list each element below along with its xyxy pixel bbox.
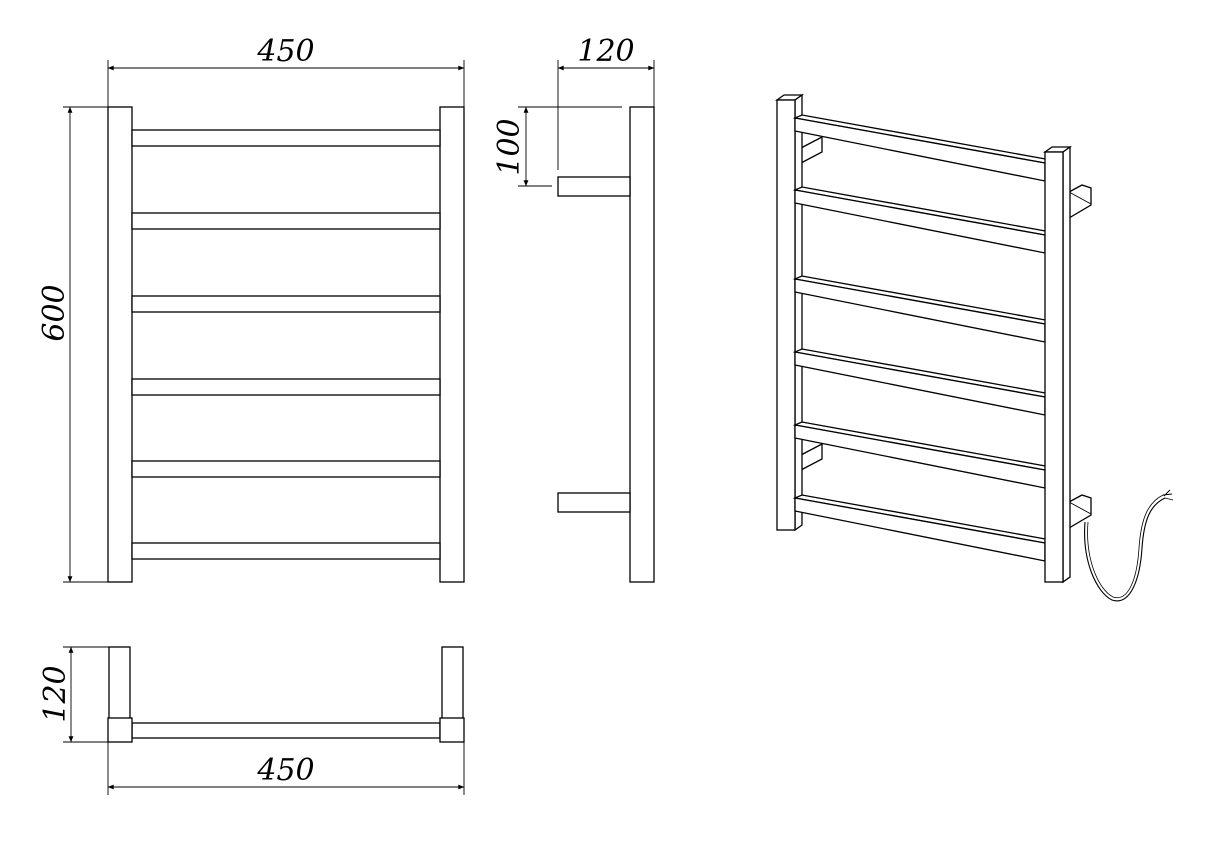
side-offset-label: 100 [492,118,527,175]
iso-bar-3 [792,275,1054,343]
top-left-upright [108,646,131,721]
top-depth-dimension: 120 [38,646,109,743]
iso-right-upright [1042,145,1073,584]
front-bar-3 [131,295,441,313]
lower-wall-bracket [557,492,631,513]
front-height-dimension: 600 [37,106,108,583]
iso-bar-2 [792,186,1054,254]
iso-bar-5 [792,421,1054,489]
side-upright [629,106,655,583]
iso-power-cable [1084,489,1174,602]
iso-right-brackets [1068,184,1092,530]
iso-left-upright [774,93,805,532]
side-depth-dimension: 120 [557,34,655,170]
front-height-label: 600 [37,284,72,341]
front-width-label: 450 [256,34,314,69]
front-bar-2 [131,212,441,230]
isometric-view [774,93,1174,602]
top-depth-label: 120 [38,665,73,722]
top-width-label: 450 [256,753,314,788]
right-upright [439,106,465,583]
side-view: 120 100 [492,34,655,583]
top-right-upright [441,646,464,721]
iso-bar-6 [792,494,1054,562]
front-width-dimension: 450 [107,34,465,107]
front-bar-5 [131,460,441,478]
upper-wall-bracket [557,176,631,197]
side-depth-label: 120 [577,34,634,69]
left-upright [107,106,133,583]
front-bar-1 [131,129,441,147]
top-width-dimension: 450 [107,742,465,795]
iso-bar-1 [792,114,1054,182]
top-right-flange [439,717,465,743]
top-left-flange [107,717,133,743]
top-rail [131,722,441,739]
front-bar-6 [131,542,441,560]
front-bar-4 [131,378,441,396]
iso-bars [792,114,1054,562]
top-view: 120 450 [38,646,465,795]
front-view: 450 600 [37,34,465,583]
side-offset-dimension: 100 [492,106,622,187]
iso-bar-4 [792,348,1054,416]
